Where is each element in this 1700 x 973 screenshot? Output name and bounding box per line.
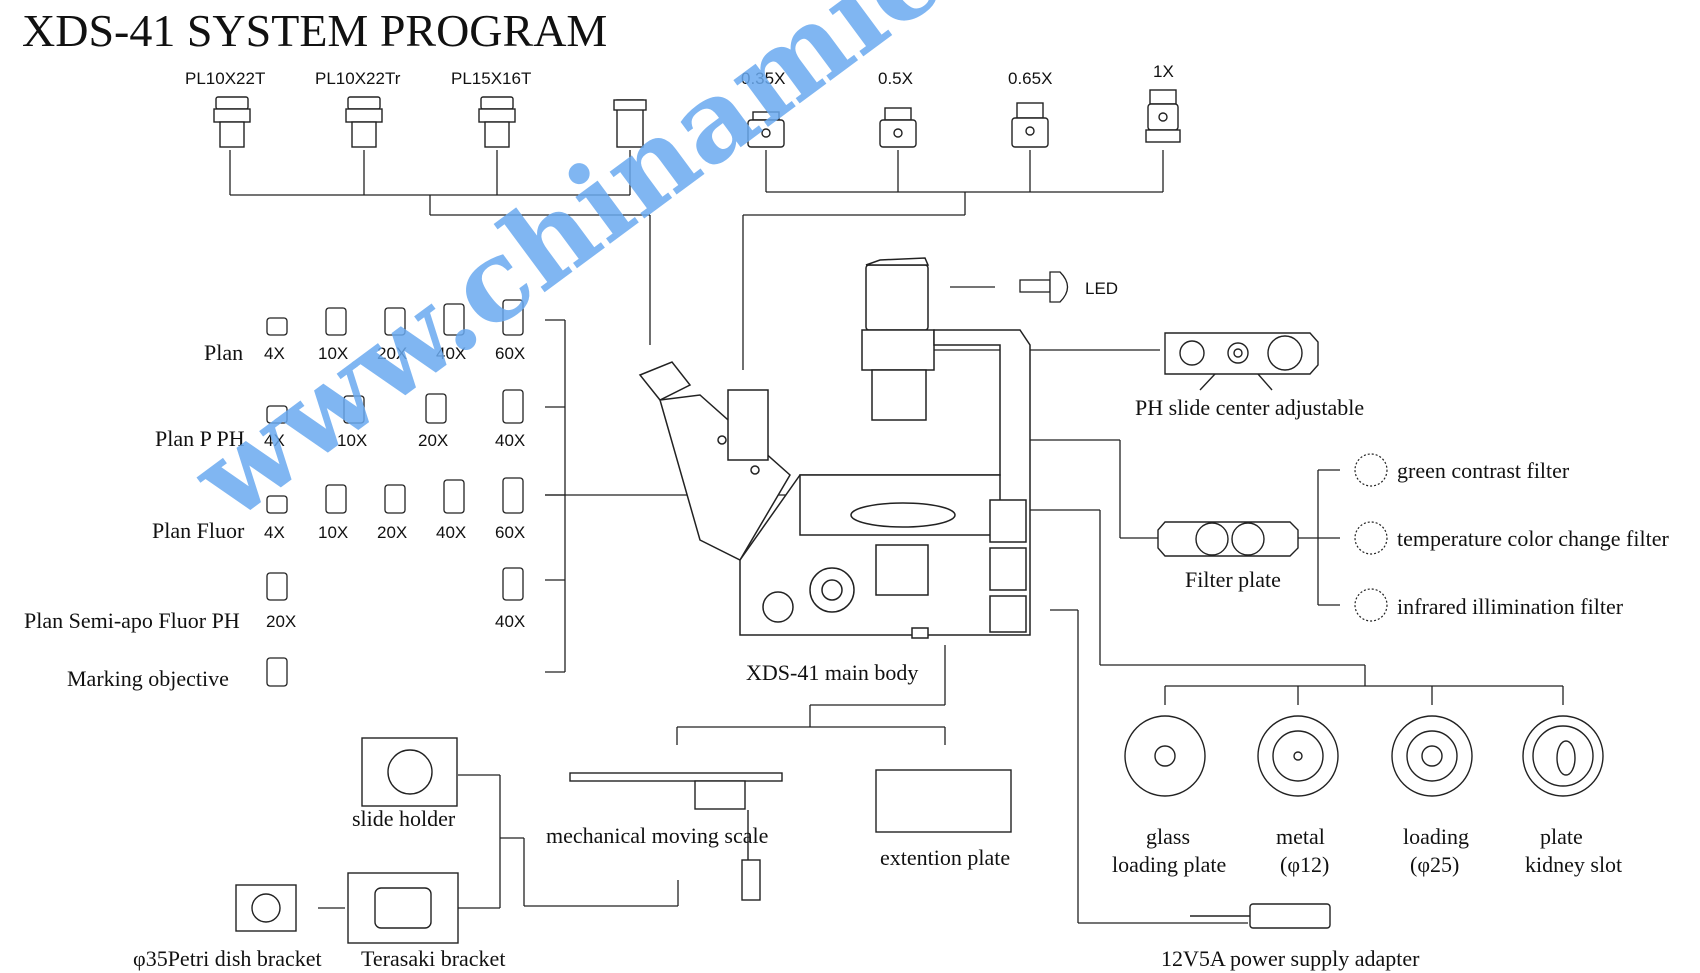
loading-plate-label: loading <box>1403 824 1469 849</box>
loading-plate-label: (φ12) <box>1280 852 1330 877</box>
objective-series-label: Plan Semi-apo Fluor PH <box>24 608 240 633</box>
objective-mag: 20X <box>377 344 408 363</box>
loading-plate-label: glass <box>1146 824 1190 849</box>
objective-series-label: Plan P PH <box>155 426 245 451</box>
objective-icon <box>325 484 347 514</box>
power-adapter-icon <box>1190 903 1331 929</box>
extension-plate-label: extention plate <box>880 845 1011 870</box>
objective-mag: 40X <box>495 431 526 450</box>
objective-mag: 10X <box>318 523 349 542</box>
objective-mag: 20X <box>266 612 297 631</box>
objective-mag: 20X <box>418 431 449 450</box>
objective-icon <box>502 389 524 424</box>
loading-plate-icon <box>1391 715 1473 797</box>
filter-disc-icon <box>1354 453 1388 487</box>
led-label: LED <box>1085 279 1119 298</box>
camera-adapter-icon <box>1011 102 1049 148</box>
loading-plate-label: (φ25) <box>1410 852 1460 877</box>
glass-plate-icon <box>1124 715 1206 797</box>
objective-mag: 40X <box>436 523 467 542</box>
mechanical-stage-icon <box>569 772 783 901</box>
eyepiece-icon <box>345 96 383 148</box>
loading-plate-label: loading plate <box>1112 852 1227 877</box>
terasaki-bracket-label: Terasaki bracket <box>361 946 506 971</box>
objective-icon <box>502 567 524 601</box>
objective-mag: 60X <box>495 344 526 363</box>
eyepiece-label: PL10X22T <box>185 69 266 88</box>
eyepiece-connector <box>229 150 651 345</box>
kidney-plate-icon <box>1522 715 1604 797</box>
power-adapter-label: 12V5A power supply adapter <box>1161 946 1420 971</box>
filter-label: infrared illimination filter <box>1397 594 1624 619</box>
extension-plate-icon <box>875 769 1012 833</box>
objective-icon <box>266 405 288 424</box>
adapter-label: 0.5X <box>878 69 913 88</box>
objective-icon <box>266 495 288 514</box>
adapter-label: 0.65X <box>1008 69 1053 88</box>
slide-holder-icon <box>361 737 458 807</box>
objective-icon <box>325 307 347 336</box>
ph-slide-icon <box>1164 332 1319 391</box>
filter-plate-icon <box>1157 521 1299 557</box>
terasaki-bracket-icon <box>347 872 459 944</box>
objective-mag: 4X <box>264 431 285 450</box>
objective-icon <box>425 393 447 424</box>
objective-icon <box>266 317 288 336</box>
objective-mag: 10X <box>337 431 368 450</box>
adapter-label: 1X <box>1153 62 1174 81</box>
filter-plate-label: Filter plate <box>1185 567 1281 592</box>
objective-mag: 4X <box>264 344 285 363</box>
filter-disc-icon <box>1354 521 1388 555</box>
microscope-main-body <box>638 257 1031 639</box>
slide-holder-label: slide holder <box>352 806 456 831</box>
filter-label: temperature color change filter <box>1397 526 1669 551</box>
main-body-label: XDS-41 main body <box>746 660 919 685</box>
objective-mag: 20X <box>377 523 408 542</box>
objective-icon <box>502 477 524 514</box>
page-title: XDS-41 SYSTEM PROGRAM <box>22 5 608 56</box>
filter-disc-icon <box>1354 588 1388 622</box>
objective-mag: 60X <box>495 523 526 542</box>
objective-mag: 40X <box>436 344 467 363</box>
loading-plate-label: plate <box>1540 824 1583 849</box>
camera-adapter-icon <box>1145 89 1181 143</box>
petri-bracket-label: φ35Petri dish bracket <box>133 946 322 971</box>
eyepiece-label: PL15X16T <box>451 69 532 88</box>
objective-icon <box>502 299 524 336</box>
petri-bracket-icon <box>235 884 297 932</box>
ph-slide-label: PH slide center adjustable <box>1135 395 1365 420</box>
objective-mag: 10X <box>318 344 349 363</box>
objective-icon <box>343 395 365 424</box>
eyepiece-icon <box>478 96 516 148</box>
objective-icon <box>443 303 465 336</box>
objective-icon <box>266 572 288 601</box>
objective-icon <box>266 657 288 687</box>
led-lamp-icon <box>1019 271 1069 303</box>
camera-adapter-icon <box>747 111 785 148</box>
objective-series-label: Marking objective <box>67 666 229 691</box>
eyepiece-label: PL10X22Tr <box>315 69 401 88</box>
objective-mag: 40X <box>495 612 526 631</box>
adapter-connector <box>742 150 1164 370</box>
filter-label: green contrast filter <box>1397 458 1570 483</box>
camera-adapter-icon <box>879 107 917 148</box>
mechanical-stage-label: mechanical moving scale <box>546 823 769 848</box>
eyepiece-icon <box>613 99 647 148</box>
loading-plate-label: kidney slot <box>1525 852 1623 877</box>
objective-series-label: Plan Fluor <box>152 518 245 543</box>
eyepiece-icon <box>213 96 251 148</box>
metal-plate-icon <box>1257 715 1339 797</box>
loading-plate-label: metal <box>1276 824 1325 849</box>
objective-icon <box>384 484 406 514</box>
objective-series-label: Plan <box>204 340 244 365</box>
objective-mag: 4X <box>264 523 285 542</box>
objective-icon <box>384 307 406 336</box>
objective-icon <box>443 479 465 514</box>
adapter-label: 0.35X <box>741 69 786 88</box>
